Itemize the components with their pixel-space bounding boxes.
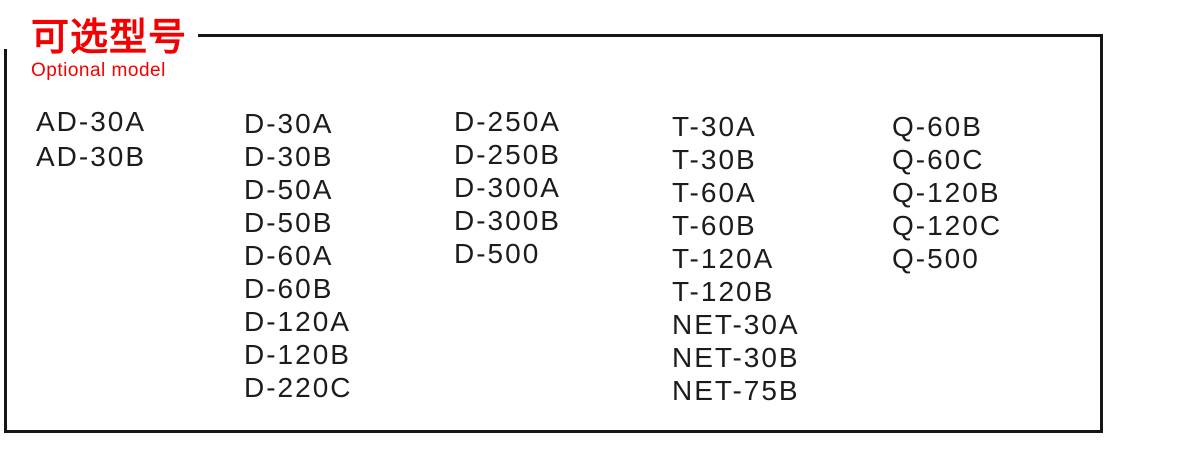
model-number: T-60A <box>672 177 757 208</box>
model-number: D-300A <box>454 172 561 203</box>
model-number: D-50A <box>244 174 334 205</box>
section-subtitle: Optional model <box>31 60 166 81</box>
model-number: T-60B <box>672 210 757 241</box>
model-number: Q-60B <box>892 111 983 142</box>
model-number: T-120A <box>672 243 775 274</box>
model-number: D-220C <box>244 372 353 403</box>
model-number: D-30B <box>244 141 334 172</box>
frame-right-line <box>1100 34 1103 433</box>
model-number: D-120B <box>244 339 351 370</box>
frame-left-line <box>4 49 7 433</box>
model-number: D-50B <box>244 207 334 238</box>
model-number: D-120A <box>244 306 351 337</box>
frame-top-line <box>198 34 1103 37</box>
frame-bottom-line <box>4 430 1103 433</box>
model-number: T-30A <box>672 111 757 142</box>
section-title-block: 可选型号 Optional model <box>31 17 187 82</box>
model-number: AD-30A <box>36 106 147 137</box>
model-number: D-250B <box>454 139 561 170</box>
model-number: NET-30B <box>672 342 800 373</box>
model-number: D-60A <box>244 240 334 271</box>
model-number: Q-500 <box>892 243 980 274</box>
model-number: Q-120C <box>892 210 1003 241</box>
model-number: T-30B <box>672 144 757 175</box>
model-number: NET-75B <box>672 375 800 406</box>
model-number: D-250A <box>454 106 561 137</box>
model-number: D-30A <box>244 108 334 139</box>
model-number: AD-30B <box>36 141 147 172</box>
section-title: 可选型号 <box>31 17 188 59</box>
model-column-ad-series: AD-30A AD-30B <box>36 104 146 174</box>
model-number: D-60B <box>244 273 334 304</box>
model-number: NET-30A <box>672 309 800 340</box>
model-number: Q-60C <box>892 144 985 175</box>
model-number: T-120B <box>672 276 775 307</box>
model-number: D-300B <box>454 205 561 236</box>
model-number: D-500 <box>454 238 541 269</box>
model-number: Q-120B <box>892 177 1001 208</box>
